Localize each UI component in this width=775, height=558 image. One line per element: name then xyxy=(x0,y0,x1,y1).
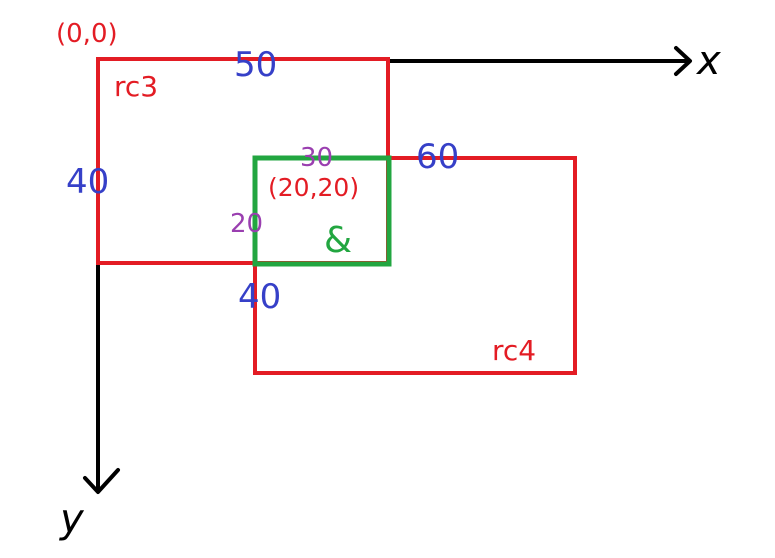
intersection-rect xyxy=(252,155,392,267)
rc3-name-label: rc3 xyxy=(114,70,158,103)
x-axis: x xyxy=(386,38,721,84)
intersection-name-label: & xyxy=(324,220,352,261)
rc4-height-label: 40 xyxy=(238,277,281,317)
intersection-width-label: 30 xyxy=(300,143,333,173)
y-axis-label: y xyxy=(59,496,85,542)
y-axis-arrowhead xyxy=(83,468,120,494)
y-axis: y xyxy=(59,261,120,542)
rc3-height-label: 40 xyxy=(66,162,109,202)
origin-label: (0,0) xyxy=(56,19,118,49)
intersection-corner-label: (20,20) xyxy=(268,173,359,202)
x-axis-label: x xyxy=(695,38,721,84)
intersection-height-label: 20 xyxy=(230,209,263,239)
rc3-width-label: 50 xyxy=(234,45,277,85)
x-axis-arrowhead xyxy=(674,46,692,76)
rc4-name-label: rc4 xyxy=(492,334,536,367)
rc4-width-label: 60 xyxy=(416,137,459,177)
